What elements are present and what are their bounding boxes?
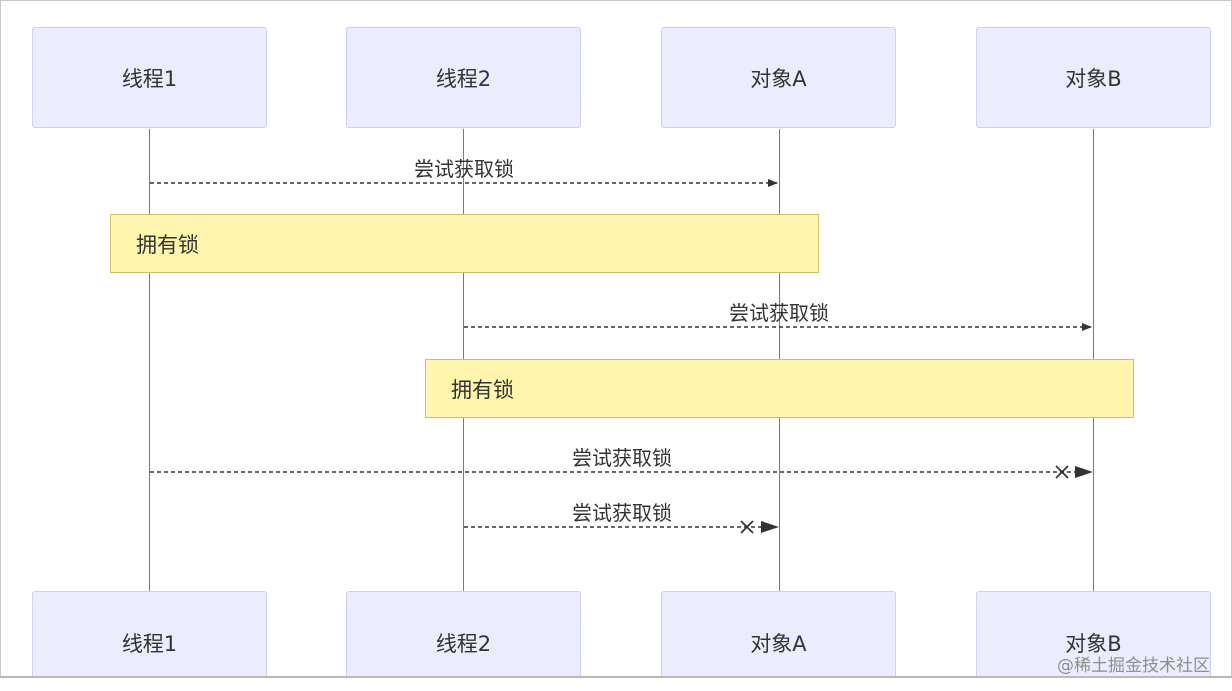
actor-thread2-top: 线程2 bbox=[346, 27, 581, 128]
message-label-1: 尝试获取锁 bbox=[414, 157, 514, 181]
note-thread2-owns-lock: 拥有锁 bbox=[425, 359, 1134, 418]
actor-label: 线程1 bbox=[121, 66, 178, 91]
actor-object-a-top: 对象A bbox=[661, 27, 896, 128]
message-label-4: 尝试获取锁 bbox=[572, 501, 672, 525]
bottom-border bbox=[0, 676, 1232, 678]
message-arrowhead-4 bbox=[761, 521, 779, 533]
actor-object-b-top: 对象B bbox=[976, 27, 1211, 128]
actor-label: 对象B bbox=[1065, 66, 1122, 91]
bottom-band bbox=[0, 676, 1232, 691]
note-label: 拥有锁 bbox=[136, 232, 199, 257]
watermark-text: @稀土掘金技术社区 bbox=[1057, 656, 1210, 676]
block-cross-4 bbox=[740, 520, 754, 534]
actor-label: 对象A bbox=[750, 66, 807, 91]
message-label-3: 尝试获取锁 bbox=[572, 446, 672, 470]
message-arrowhead-3 bbox=[1075, 466, 1093, 478]
actor-label: 线程2 bbox=[435, 66, 492, 91]
actor-label: 对象B bbox=[1065, 632, 1122, 656]
actor-object-b-bottom: 对象B bbox=[976, 591, 1211, 679]
actor-thread1-top: 线程1 bbox=[32, 27, 267, 128]
block-cross-3 bbox=[1055, 465, 1069, 479]
actor-thread1-bottom: 线程1 bbox=[32, 591, 267, 679]
actor-thread2-bottom: 线程2 bbox=[346, 591, 581, 679]
note-thread1-owns-lock: 拥有锁 bbox=[110, 214, 819, 273]
lifeline-thread1 bbox=[149, 129, 150, 591]
actor-label: 线程2 bbox=[435, 632, 492, 656]
actor-object-a-bottom: 对象A bbox=[661, 591, 896, 679]
note-label: 拥有锁 bbox=[451, 377, 514, 402]
message-label-2: 尝试获取锁 bbox=[729, 301, 829, 325]
actor-label: 线程1 bbox=[121, 632, 178, 656]
actor-label: 对象A bbox=[750, 632, 807, 656]
